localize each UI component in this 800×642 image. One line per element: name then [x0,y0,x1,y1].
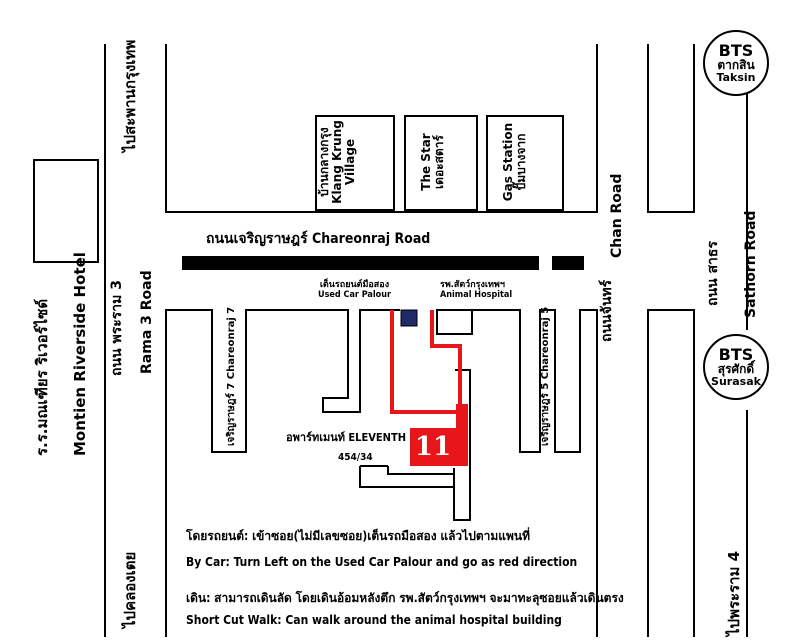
label-rama3-thai: ถนน พระราม 3 [109,280,125,376]
label-klang-krung-en2: Village [343,138,358,186]
building-gas-station [486,115,564,211]
building-klang-krung [315,115,395,211]
label-soi5: เจริญราษฎร์ 5 Chareonraj 5 [540,306,551,446]
bts-taksin-thai: ตากสิน [717,58,755,73]
directions-walk-en: Short Cut Walk: Can walk around the anim… [186,613,562,627]
eleventh-logo-box [410,428,456,466]
building-animal-hospital [436,309,473,335]
label-used-car-thai: เต็นรถยนต์มือสอง [319,280,390,290]
label-used-car: เต็นรถยนต์มือสอง Used Car Palour [318,280,391,301]
label-animal-hospital-en: Animal Hospital [440,290,513,301]
bts-surasak-en: Surasak [711,374,761,388]
label-chareonraj-road: ถนนเจริญราษฎร์ Chareonraj Road [206,231,431,247]
label-chan-thai: ถนนจันทร์ [599,279,615,342]
label-gas-thai: ปั๊มบางจาก [514,133,529,191]
label-soi7: เจริญราษฎร์ 7 Chareonraj 7 [226,306,237,446]
road-bar-left [182,256,539,270]
label-address: 454/34 [338,452,373,463]
label-chan-en: Chan Road [609,173,625,258]
directions-car-thai: โดยรถยนต์: เข้าซอย(ไม่มีเลขซอย)เต็นรถมือ… [186,529,531,543]
label-to-krungthep-bridge: ไปสะพานกรุงเทพ [121,39,139,152]
road-bar-right [552,256,584,270]
label-to-khlong-toei: ไปคลองเตย [121,551,139,628]
label-rama3-en: Rama 3 Road [139,270,155,374]
label-used-car-en: Used Car Palour [318,290,391,301]
building-the-star [404,115,478,211]
label-klang-krung: บ้านกลางกรุง Klang Krung Village [317,116,358,208]
bts-surasak-thai: สุรศักดิ์ [717,362,755,377]
label-sathorn-thai: ถนน สาธร [705,241,721,306]
directions-walk-thai: เดิน: สามารถเดินลัด โดยเดินอ้อมหลังตึก ร… [186,591,624,605]
label-gas-station: Gas Station ปั๊มบางจาก [501,116,529,208]
eleventh-logo-number: 11 [414,432,452,462]
bts-surasak-label: BTS [718,344,754,364]
label-sathorn-en: Sathorn Road [743,210,759,318]
hotel-building [33,159,99,263]
directions-car-en: By Car: Turn Left on the Used Car Palour… [186,555,578,569]
bts-taksin: BTS ตากสิน Taksin [703,30,769,96]
label-hotel-thai: ร.ร.มณเฑียร ริเวอร์ไซด์ [33,298,51,456]
bts-taksin-en: Taksin [716,70,756,84]
label-animal-hospital: รพ.สัตว์กรุงเทพฯ Animal Hospital [440,280,512,301]
label-the-star-thai: เดอะสตาร์ [432,135,447,189]
used-car-marker [400,309,418,327]
label-animal-hospital-thai: รพ.สัตว์กรุงเทพฯ [440,280,505,290]
label-apartment: อพาร์ทเมนท์ ELEVENTH [286,431,406,444]
bts-surasak: BTS สุรศักดิ์ Surasak [703,334,769,400]
label-to-rama4: ไปพระราม 4 [725,550,743,636]
label-hotel-en: Montien Riverside Hotel [71,252,89,456]
bts-taksin-label: BTS [718,40,754,60]
label-the-star: The Star เดอะสตาร์ [419,116,447,208]
